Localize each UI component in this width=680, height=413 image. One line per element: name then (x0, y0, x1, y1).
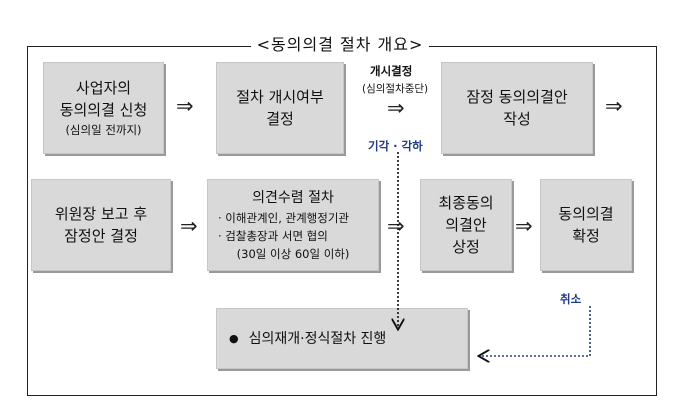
box-draft-line1: 잠정 동의의결안 (466, 88, 568, 106)
box-final: 최종동의 의결안 상정 (420, 179, 512, 271)
note-cancel: 취소 (560, 292, 582, 306)
box-report: 위원장 보고 후 잠정안 결정 (31, 179, 171, 271)
arrow-icon: ⇒ (605, 94, 623, 118)
box-confirm-line1: 동의의결 (558, 205, 614, 223)
note-reject: 기각 · 각하 (368, 139, 423, 153)
box-opinion: 의견수렴 절차 · 이해관계인, 관계행정기관 · 검찰총장과 서면 협의 (3… (207, 179, 379, 271)
box-opinion-item1: · 이해관계인, 관계행정기관 (218, 211, 350, 225)
box-decide-line2: 결정 (266, 110, 294, 128)
box-opinion-item3: (30일 이상 60일 이하) (236, 247, 350, 261)
box-confirm-line2: 확정 (572, 227, 600, 245)
box-final-line3: 상정 (452, 238, 480, 256)
diagram-title: <동의의결 절차 개요> (0, 34, 680, 56)
box-resume-label: 심의재개·정식절차 진행 (248, 330, 387, 347)
box-resume: ● 심의재개·정식절차 진행 (216, 308, 468, 369)
note-start-decision: 개시결정 (370, 64, 413, 78)
box-opinion-item2: · 검찰총장과 서면 협의 (218, 229, 328, 243)
box-report-line1: 위원장 보고 후 (54, 205, 148, 223)
box-decide-line1: 절차 개시여부 (236, 88, 324, 106)
box-decide: 절차 개시여부 결정 (216, 62, 344, 154)
note-suspend: (심의절차중단) (362, 83, 429, 95)
box-draft-line2: 작성 (503, 110, 531, 128)
box-opinion-title: 의견수렴 절차 (252, 190, 334, 206)
bullet-icon: ● (229, 332, 239, 345)
box-apply-line2: 동의의결 신청 (59, 101, 148, 119)
box-final-line1: 최종동의 (438, 194, 494, 212)
arrow-icon: ⇒ (176, 94, 194, 118)
box-draft: 잠정 동의의결안 작성 (441, 62, 593, 154)
arrow-icon: ⇒ (387, 214, 405, 238)
arrow-icon: ⇒ (515, 214, 533, 238)
box-apply: 사업자의 동의의결 신청 (심의일 전까지) (43, 62, 164, 154)
box-final-line2: 의결안 (445, 216, 487, 234)
cancel-connector (480, 306, 591, 356)
box-apply-line1: 사업자의 (75, 79, 132, 97)
box-apply-sub: (심의일 전까지) (65, 123, 142, 137)
box-report-line2: 잠정안 결정 (64, 227, 138, 245)
arrow-icon: ⇒ (180, 214, 198, 238)
box-confirm: 동의의결 확정 (540, 179, 632, 271)
arrow-icon: ⇒ (387, 96, 405, 120)
